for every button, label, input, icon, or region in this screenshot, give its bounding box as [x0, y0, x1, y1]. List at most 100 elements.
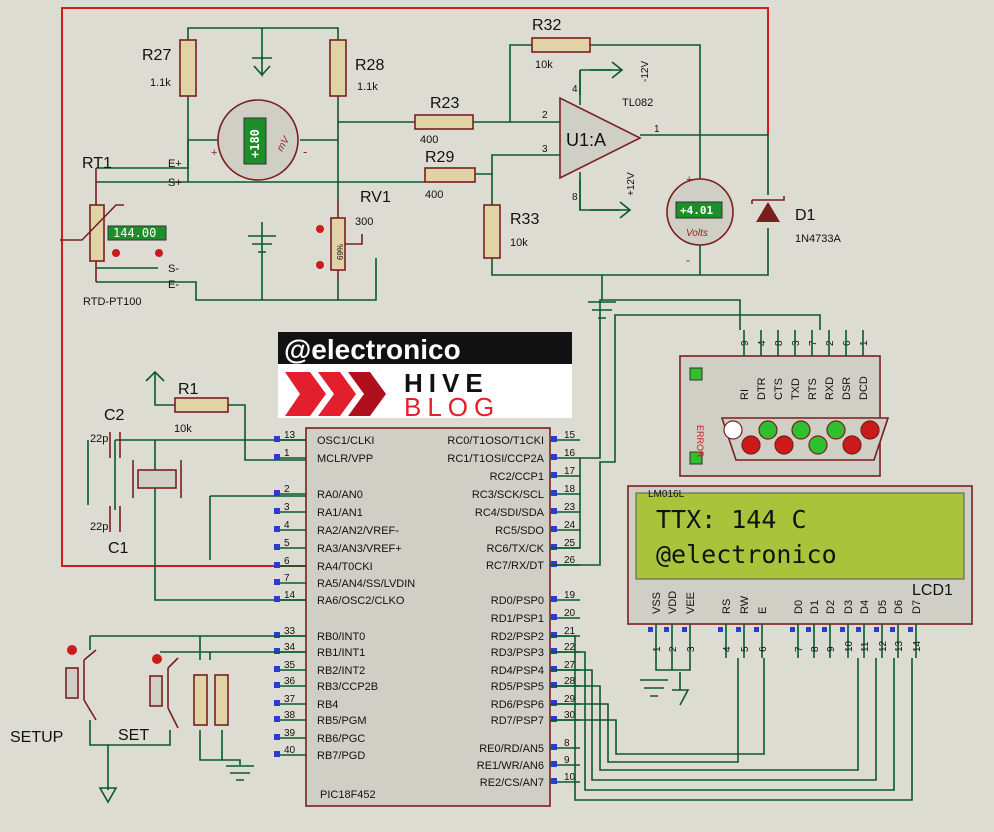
mv-meter-reading: +180 [248, 129, 262, 158]
pulldown-resistor-2[interactable] [214, 674, 229, 726]
resistor-r28[interactable] [329, 39, 347, 97]
pic-pin-label: RA2/AN2/VREF- [317, 525, 399, 537]
set-label: SET [118, 727, 149, 744]
pic-pin-number: 5 [284, 538, 290, 549]
pic-pin-label: RE1/WR/AN6 [477, 760, 544, 772]
serial-indicator-led [758, 420, 778, 440]
lcd-module[interactable] [627, 485, 973, 625]
pic-pin-label: RC1/T1OSI/CCP2A [447, 453, 544, 465]
lcd-pin-number: 11 [860, 641, 871, 652]
pic-pin-marker [274, 632, 280, 638]
pic-pin-marker [551, 454, 557, 460]
pic-pin-number: 27 [564, 660, 576, 671]
pic-pin-label: RA1/AN1 [317, 507, 363, 519]
lcd-pin-label: VSS [651, 592, 663, 614]
pic-pin-number: 19 [564, 590, 576, 601]
pic-pin-label: RD1/PSP1 [491, 613, 544, 625]
zener-diode-d1[interactable] [751, 196, 785, 222]
pic-pin-number: 33 [284, 626, 296, 637]
pic-pin-marker [274, 682, 280, 688]
pic-pin-label: RA4/T0CKI [317, 561, 373, 573]
lcd-model: LM016L [648, 489, 685, 500]
pic-pin-label: RA0/AN0 [317, 489, 363, 501]
pic-pin-number: 36 [284, 676, 296, 687]
pic-pin-label: RE0/RD/AN5 [479, 743, 544, 755]
pic-pin-number: 7 [284, 573, 290, 584]
pic-pin-label: RC0/T1OSO/T1CKI [447, 435, 544, 447]
opamp-pin-2: 2 [542, 110, 548, 121]
serial-connector[interactable]: ERROR [679, 355, 890, 477]
serial-pin-number: 4 [757, 340, 768, 346]
pic-pin-label: MCLR/VPP [317, 453, 373, 465]
c2-value: 22p [90, 433, 108, 445]
pic-pin-label: RB2/INT2 [317, 665, 365, 677]
lcd-pin-number: 10 [844, 640, 855, 652]
voltmeter-minus: - [686, 253, 690, 267]
setup-button[interactable] [65, 645, 97, 721]
lcd-pin-marker [806, 627, 811, 632]
pic-pin-marker [274, 526, 280, 532]
pic-pin-number: 15 [564, 430, 576, 441]
pic-pin-label: RB6/PGC [317, 733, 365, 745]
opamp-pin-1: 1 [654, 124, 660, 135]
lcd-pin-number: 8 [810, 646, 821, 652]
pulldown-resistor-1[interactable] [193, 674, 208, 726]
pic-pin-label: RD6/PSP6 [491, 699, 544, 711]
voltmeter-reading: +4.01 [680, 204, 713, 217]
pic-pin-label: RA3/AN3/VREF+ [317, 543, 402, 555]
lcd-pin-label: D7 [911, 600, 923, 614]
pic-pin-marker [551, 614, 557, 620]
pic-pin-marker [274, 579, 280, 585]
potentiometer-rv1[interactable]: 69% [316, 200, 363, 280]
mv-meter-minus: - [303, 144, 307, 159]
opamp-u1a[interactable] [559, 61, 642, 219]
lcd-pin-marker [754, 627, 759, 632]
pic-pin-number: 13 [284, 430, 296, 441]
pic-pin-marker [274, 648, 280, 654]
ground-symbol-opamp [588, 301, 616, 319]
pic-microcontroller[interactable] [305, 427, 551, 807]
lcd-pin-number: 5 [740, 646, 751, 652]
resistor-r1[interactable] [174, 397, 229, 413]
resistor-r32[interactable] [531, 37, 591, 53]
rv1-percent: 69% [336, 244, 345, 260]
button-wires [89, 635, 306, 790]
pic-pin-marker [551, 472, 557, 478]
resistor-r33[interactable] [483, 204, 501, 259]
serial-indicator-led [860, 420, 880, 440]
rv1-name: RV1 [360, 189, 391, 206]
set-button[interactable] [149, 654, 179, 729]
voltmeter[interactable]: +4.01 Volts + - [666, 174, 734, 267]
capacitor-c2[interactable] [109, 432, 121, 458]
crystal-oscillator[interactable] [132, 460, 182, 498]
resistor-r29[interactable] [424, 167, 476, 183]
serial-error-label: ERROR [695, 425, 705, 458]
pic-pin-number: 14 [284, 590, 296, 601]
rtd-sensor-rt1[interactable]: 144.00 [60, 168, 167, 282]
pic-pin-label: RB4 [317, 699, 338, 711]
pic-pin-number: 10 [564, 772, 576, 783]
lcd-pin-marker [840, 627, 845, 632]
pic-pin-label: RD3/PSP3 [491, 647, 544, 659]
pic-pin-marker [551, 761, 557, 767]
pic-pin-marker [551, 632, 557, 638]
opamp-pin-8: 8 [572, 192, 578, 203]
pic-pin-label: RC3/SCK/SCL [472, 489, 544, 501]
serial-signal-label: CTS [773, 378, 785, 400]
resistor-r23[interactable] [414, 114, 474, 130]
pic-pin-label: RD0/PSP0 [491, 595, 544, 607]
lcd-pin-number: 13 [894, 640, 905, 652]
serial-indicator-led [808, 435, 828, 455]
pic-pin-number: 40 [284, 745, 296, 756]
serial-wires [550, 299, 821, 566]
lcd-pin-number: 1 [652, 646, 663, 652]
capacitor-c1[interactable] [109, 506, 121, 532]
serial-pin-number: 7 [808, 340, 819, 346]
millivolt-meter[interactable]: +180 mV + - [211, 99, 307, 181]
pic-pin-marker [551, 490, 557, 496]
resistor-r27[interactable] [179, 39, 197, 97]
pic-pin-label: RA5/AN4/SS/LVDIN [317, 578, 415, 590]
ground-symbol-buttons [98, 765, 254, 804]
serial-indicator-led [791, 420, 811, 440]
r28-name: R28 [355, 57, 384, 74]
